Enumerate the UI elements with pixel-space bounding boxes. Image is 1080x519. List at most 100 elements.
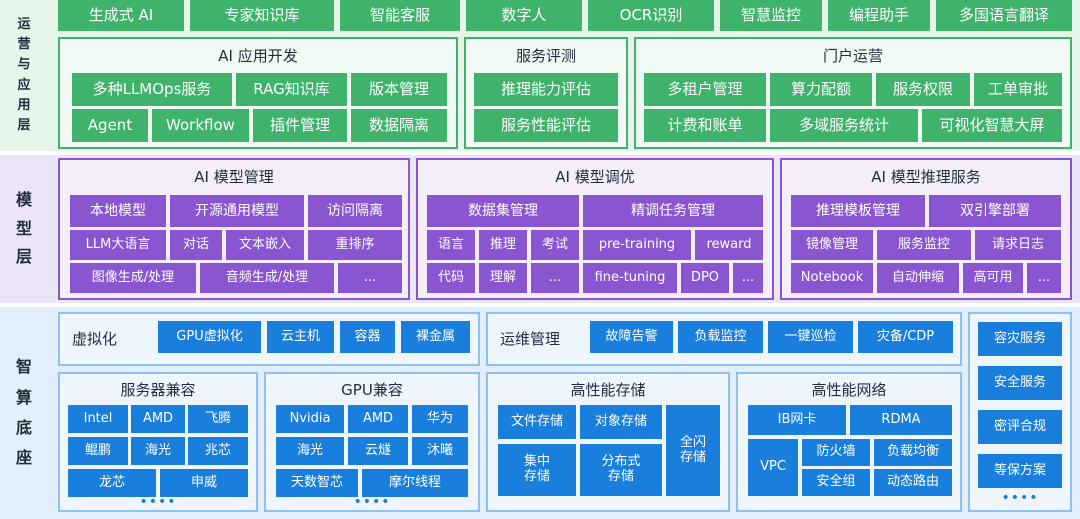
model-audio-gen[interactable]: 音频生成/处理 [200, 263, 334, 293]
model-mgmt-more[interactable]: ... [338, 263, 402, 293]
top-tab-smart-monitor[interactable]: 智慧监控 [720, 0, 822, 31]
infer-template-mgmt[interactable]: 推理模板管理 [791, 195, 925, 227]
app-data-isolation[interactable]: 数据隔离 [351, 109, 447, 142]
right-more-dots: •••• [1001, 490, 1039, 506]
sidebar-model-layer: 模 型 层 [15, 189, 32, 267]
right-mlps-solution[interactable]: 等保方案 [978, 454, 1062, 488]
ops-one-click-inspect[interactable]: 一键巡检 [768, 321, 853, 353]
server-sunway[interactable]: 申威 [160, 469, 248, 497]
gpu-amd[interactable]: AMD [348, 405, 408, 433]
network-vpc[interactable]: VPC [748, 439, 798, 496]
gpu-moore-threads[interactable]: 摩尔线程 [362, 469, 468, 497]
portal-ticket-approval[interactable]: 工单审批 [974, 73, 1062, 106]
tune-reasoning[interactable]: 推理 [479, 230, 527, 260]
top-tab-digital-human[interactable]: 数字人 [466, 0, 582, 31]
tune-more-2[interactable]: ... [733, 263, 763, 293]
network-dynamic-routing[interactable]: 动态路由 [874, 469, 952, 496]
storage-all-flash[interactable]: 全闪 存储 [666, 405, 720, 496]
right-crypto-compliance[interactable]: 密评合规 [978, 410, 1062, 444]
infer-request-log[interactable]: 请求日志 [975, 230, 1061, 260]
gpu-enflame[interactable]: 云燧 [348, 437, 408, 465]
infer-notebook[interactable]: Notebook [791, 263, 873, 293]
app-plugin-mgmt[interactable]: 插件管理 [253, 109, 347, 142]
server-hygon[interactable]: 海光 [131, 437, 185, 465]
portal-visual-dashboard[interactable]: 可视化智慧大屏 [922, 109, 1062, 142]
tune-pretraining[interactable]: pre-training [583, 230, 691, 260]
infer-more[interactable]: ... [1027, 263, 1061, 293]
ops-load-monitor[interactable]: 负载监控 [678, 321, 763, 353]
model-text-embedding[interactable]: 文本嵌入 [226, 230, 304, 260]
tune-finetuning[interactable]: fine-tuning [583, 263, 677, 293]
network-ib-nic[interactable]: IB网卡 [748, 405, 846, 435]
network-load-balance[interactable]: 负载均衡 [874, 439, 952, 466]
infer-dual-engine[interactable]: 双引擎部署 [929, 195, 1061, 227]
server-phytium[interactable]: 飞腾 [188, 405, 248, 433]
storage-centralized[interactable]: 集中 存储 [498, 444, 576, 496]
ops-fault-alarm[interactable]: 故障告警 [590, 321, 673, 353]
network-security-group[interactable]: 安全组 [802, 469, 870, 496]
portal-multi-domain-stats[interactable]: 多域服务统计 [770, 109, 918, 142]
panel-title-model-infer: AI 模型推理服务 [871, 168, 981, 186]
tune-dataset-mgmt[interactable]: 数据集管理 [427, 195, 579, 227]
tune-understanding[interactable]: 理解 [479, 263, 527, 293]
portal-service-permission[interactable]: 服务权限 [876, 73, 970, 106]
storage-object[interactable]: 对象存储 [580, 405, 662, 439]
top-tab-expert-kb[interactable]: 专家知识库 [190, 0, 334, 31]
gpu-nvidia[interactable]: Nvidia [276, 405, 344, 433]
gpu-metax[interactable]: 沐曦 [412, 437, 468, 465]
top-tab-translation[interactable]: 多国语言翻译 [936, 0, 1072, 31]
right-security-service[interactable]: 安全服务 [978, 366, 1062, 400]
server-kunpeng[interactable]: 鲲鹏 [68, 437, 128, 465]
app-workflow[interactable]: Workflow [152, 109, 249, 142]
storage-distributed[interactable]: 分布式 存储 [580, 444, 662, 496]
app-version-mgmt[interactable]: 版本管理 [351, 73, 447, 106]
eval-inference-ability[interactable]: 推理能力评估 [474, 73, 618, 106]
infer-image-mgmt[interactable]: 镜像管理 [791, 230, 873, 260]
panel-title-service-eval: 服务评测 [515, 47, 576, 65]
server-intel[interactable]: Intel [68, 405, 128, 433]
app-agent[interactable]: Agent [72, 109, 148, 142]
infer-service-monitor[interactable]: 服务监控 [877, 230, 971, 260]
ops-disaster-cdp[interactable]: 灾备/CDP [858, 321, 953, 353]
tune-task-mgmt[interactable]: 精调任务管理 [583, 195, 763, 227]
top-tab-ocr[interactable]: OCR识别 [588, 0, 714, 31]
model-image-gen[interactable]: 图像生成/处理 [70, 263, 196, 293]
top-tab-coding-assistant[interactable]: 编程助手 [828, 0, 930, 31]
model-local[interactable]: 本地模型 [70, 195, 166, 227]
top-tab-smart-cs[interactable]: 智能客服 [340, 0, 460, 31]
eval-service-performance[interactable]: 服务性能评估 [474, 109, 618, 142]
model-access-isolation[interactable]: 访问隔离 [308, 195, 402, 227]
tune-language[interactable]: 语言 [427, 230, 475, 260]
infer-high-availability[interactable]: 高可用 [963, 263, 1023, 293]
server-loongson[interactable]: 龙芯 [68, 469, 156, 497]
network-rdma[interactable]: RDMA [850, 405, 952, 435]
storage-file[interactable]: 文件存储 [498, 405, 576, 439]
virt-cloud-host[interactable]: 云主机 [267, 321, 334, 353]
right-disaster-service[interactable]: 容灾服务 [978, 322, 1062, 356]
infer-autoscale[interactable]: 自动伸缩 [877, 263, 959, 293]
top-tab-genai[interactable]: 生成式 AI [58, 0, 184, 31]
virt-bare-metal[interactable]: 裸金属 [401, 321, 470, 353]
virt-gpu[interactable]: GPU虚拟化 [158, 321, 261, 353]
portal-multi-tenant[interactable]: 多租户管理 [644, 73, 766, 106]
server-amd[interactable]: AMD [131, 405, 185, 433]
tune-exam[interactable]: 考试 [531, 230, 579, 260]
server-zhaoxin[interactable]: 兆芯 [188, 437, 248, 465]
model-rerank[interactable]: 重排序 [308, 230, 402, 260]
app-llmops[interactable]: 多种LLMOps服务 [72, 73, 232, 106]
gpu-iluvatar[interactable]: 天数智芯 [276, 469, 358, 497]
portal-compute-quota[interactable]: 算力配额 [770, 73, 872, 106]
tune-reward[interactable]: reward [695, 230, 763, 260]
network-firewall[interactable]: 防火墙 [802, 439, 870, 466]
virt-container[interactable]: 容器 [340, 321, 395, 353]
gpu-hygon[interactable]: 海光 [276, 437, 344, 465]
gpu-huawei[interactable]: 华为 [412, 405, 468, 433]
tune-code[interactable]: 代码 [427, 263, 475, 293]
model-open-source[interactable]: 开源通用模型 [170, 195, 304, 227]
portal-billing[interactable]: 计费和账单 [644, 109, 766, 142]
app-rag-kb[interactable]: RAG知识库 [236, 73, 347, 106]
model-dialog[interactable]: 对话 [170, 230, 222, 260]
tune-dpo[interactable]: DPO [681, 263, 729, 293]
tune-more-1[interactable]: ... [531, 263, 579, 293]
model-llm[interactable]: LLM大语言 [70, 230, 166, 260]
